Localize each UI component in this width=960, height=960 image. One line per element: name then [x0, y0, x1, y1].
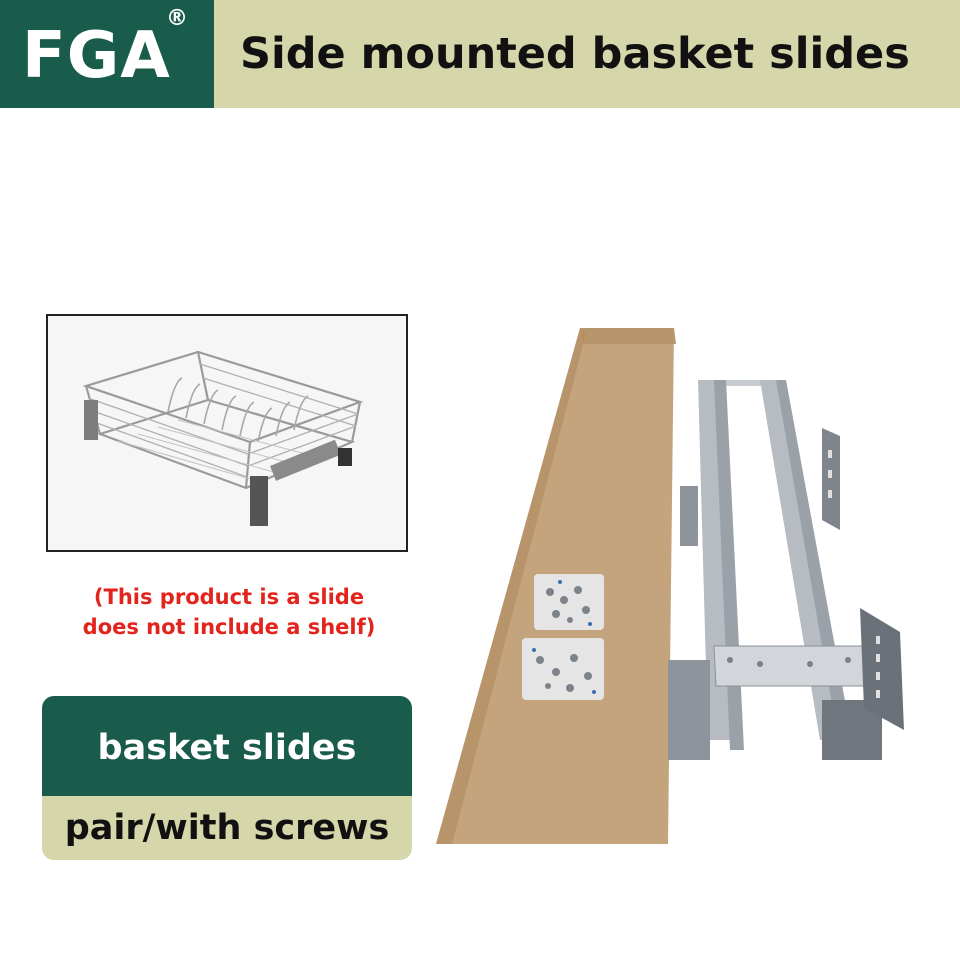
- badge-subtitle: pair/with screws: [64, 808, 390, 848]
- brand-logo: FGA ®: [0, 0, 214, 108]
- badge-top-section: [42, 696, 412, 796]
- header-banner: FGA ® Side mounted basket slides: [0, 0, 960, 108]
- basket-image-frame: [46, 314, 408, 552]
- product-badge: basket slides pair/with screws: [42, 696, 412, 860]
- badge-title: basket slides: [97, 728, 357, 768]
- disclaimer-note: (This product is a slide does not includ…: [40, 582, 418, 642]
- brand-logo-text: FGA: [22, 19, 171, 93]
- disclaimer-line-2: does not include a shelf): [82, 615, 376, 639]
- disclaimer-line-1: (This product is a slide: [93, 585, 365, 609]
- product-photo: [430, 320, 950, 850]
- registered-mark: ®: [166, 6, 188, 31]
- basket-illustration: [48, 316, 406, 550]
- screws-bag-illustration: [522, 574, 604, 700]
- page-title: Side mounted basket slides: [240, 29, 910, 79]
- badge-bottom-section: [42, 796, 412, 860]
- slide-rail-illustration: [668, 380, 904, 760]
